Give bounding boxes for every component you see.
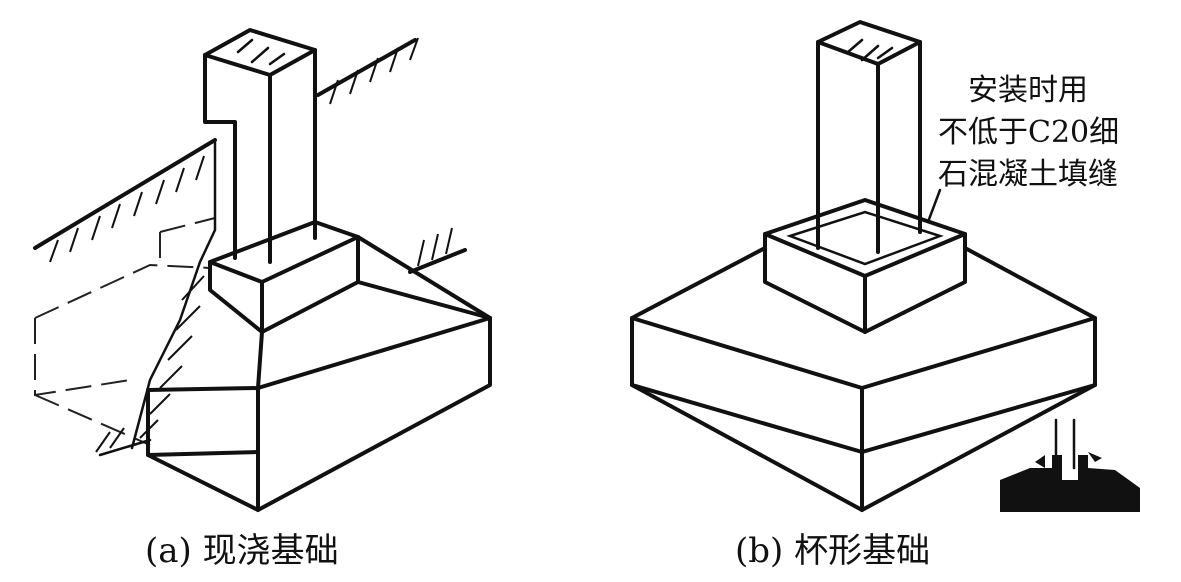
annotation-line-3: 石混凝土填缝 — [938, 157, 1118, 192]
annotation-line-1: 安装时用 — [968, 73, 1088, 108]
annotation-line-2: 不低于C20细 — [938, 115, 1119, 150]
column-a — [203, 28, 317, 264]
soil-ground-line — [33, 38, 467, 274]
caption-b: (b) 杯形基础 — [735, 531, 930, 571]
cup-section-icon — [1000, 418, 1140, 512]
base-b — [630, 246, 1097, 512]
annotation-leader-line — [926, 188, 942, 224]
cup-foundation-drawing — [630, 20, 1140, 512]
caption-a: (a) 现浇基础 — [145, 531, 339, 571]
upper-step-a — [208, 220, 360, 334]
base-a — [146, 235, 492, 512]
column-b — [816, 20, 922, 254]
cast-in-place-foundation-drawing — [33, 28, 492, 512]
cup-step-b — [763, 198, 967, 334]
